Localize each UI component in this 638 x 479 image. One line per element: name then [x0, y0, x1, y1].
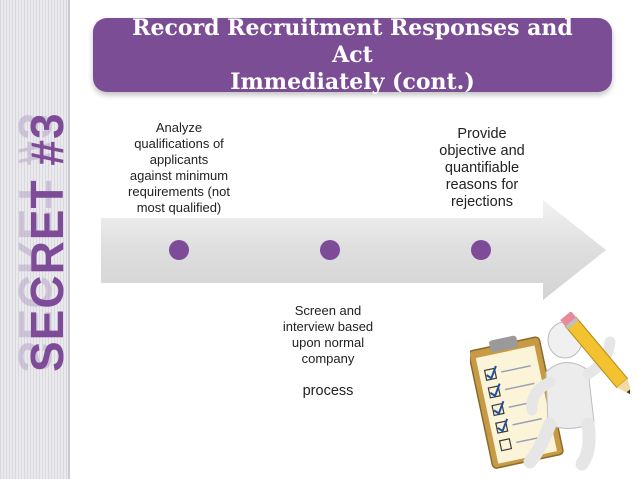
side-band [0, 0, 70, 479]
step-screen: Screen and interview based upon normal c… [263, 287, 393, 399]
step-screen-text: Screen and interview based upon normal c… [282, 303, 374, 366]
checklist-figure-clipart [470, 312, 630, 471]
arrow-body [101, 200, 606, 300]
step-analyze: Analyze qualifications of applicants aga… [128, 120, 230, 215]
step-provide: Provide objective and quantifiable reaso… [439, 126, 525, 210]
timeline-dot-3 [471, 240, 491, 260]
title-banner: Record Recruitment Responses and Act Imm… [93, 15, 612, 95]
step-screen-last-word: process [302, 383, 354, 399]
timeline-dot-1 [169, 240, 189, 260]
slide-title: Record Recruitment Responses and Act Imm… [132, 14, 573, 95]
timeline-dot-2 [320, 240, 340, 260]
